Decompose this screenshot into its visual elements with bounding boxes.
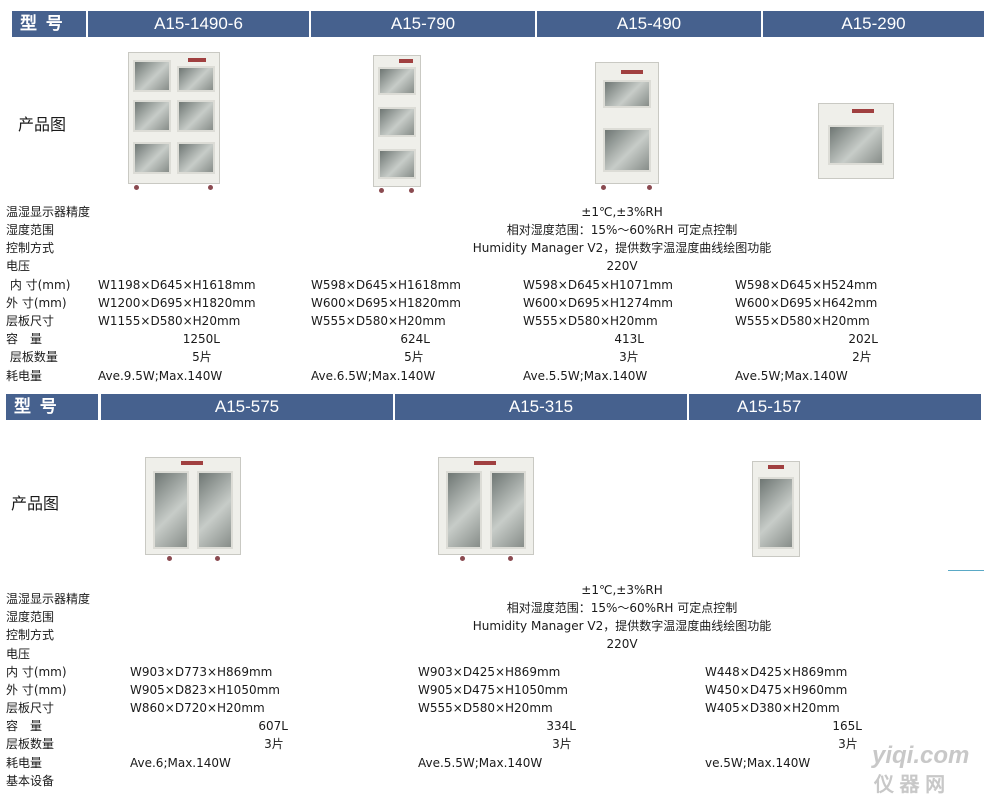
watermark-logo: 仪 器 网 bbox=[874, 774, 946, 796]
model-header: A15-1490-6 bbox=[88, 11, 309, 37]
humidity-value: 相对湿度范围：15%～60%RH 可定点控制 bbox=[506, 601, 738, 615]
row-label: 电压 bbox=[6, 259, 31, 273]
model-label: 型 号 bbox=[12, 11, 86, 37]
row-label: 控制方式 bbox=[6, 241, 55, 255]
shelf-count: 3片 bbox=[264, 737, 284, 751]
accuracy-value: ±1℃,±3%RH bbox=[581, 205, 663, 219]
shelf-size: W555×D580×H20mm bbox=[523, 314, 658, 328]
row-label: 基本设备 bbox=[6, 774, 55, 788]
power: Ave.5.5W;Max.140W bbox=[418, 756, 543, 770]
outer-dim: W905×D823×H1050mm bbox=[130, 683, 280, 697]
row-label: 电压 bbox=[6, 647, 31, 661]
outer-dim: W905×D475×H1050mm bbox=[418, 683, 568, 697]
row-label: 层板尺寸 bbox=[6, 314, 55, 328]
power: Ave.6.5W;Max.140W bbox=[311, 369, 436, 383]
product-image bbox=[595, 62, 659, 192]
shelf-size: W555×D580×H20mm bbox=[418, 701, 553, 715]
row-label: 湿度范围 bbox=[6, 610, 55, 624]
capacity: 202L bbox=[848, 332, 878, 346]
row-label: 外 寸(mm) bbox=[6, 683, 67, 697]
inner-dim: W1198×D645×H1618mm bbox=[98, 278, 256, 292]
product-image bbox=[818, 103, 894, 181]
voltage-value: 220V bbox=[606, 637, 638, 651]
model-header: A15-575 bbox=[101, 394, 393, 420]
shelf-count: 3片 bbox=[619, 350, 639, 364]
capacity: 1250L bbox=[182, 332, 220, 346]
product-image bbox=[752, 461, 800, 559]
row-label: 容 量 bbox=[6, 719, 43, 733]
power: ve.5W;Max.140W bbox=[705, 756, 811, 770]
capacity: 334L bbox=[546, 719, 576, 733]
row-label: 温湿显示器精度 bbox=[6, 205, 91, 219]
shelf-size: W405×D380×H20mm bbox=[705, 701, 840, 715]
power: Ave.9.5W;Max.140W bbox=[98, 369, 223, 383]
outer-dim: W450×D475×H960mm bbox=[705, 683, 848, 697]
capacity: 624L bbox=[400, 332, 430, 346]
row-label: 容 量 bbox=[6, 332, 43, 346]
power: Ave.5.5W;Max.140W bbox=[523, 369, 648, 383]
capacity: 607L bbox=[258, 719, 288, 733]
shelf-count: 2片 bbox=[852, 350, 872, 364]
row-label: 内 寸(mm) bbox=[6, 278, 71, 292]
product-image-label: 产品图 bbox=[11, 494, 60, 513]
row-label: 外 寸(mm) bbox=[6, 296, 67, 310]
product-image bbox=[373, 55, 421, 193]
power: Ave.5W;Max.140W bbox=[735, 369, 848, 383]
model-header: A15-157 bbox=[689, 394, 981, 420]
inner-dim: W598×D645×H1071mm bbox=[523, 278, 673, 292]
row-label: 层板数量 bbox=[6, 350, 58, 364]
inner-dim: W448×D425×H869mm bbox=[705, 665, 848, 679]
shelf-size: W555×D580×H20mm bbox=[311, 314, 446, 328]
shelf-size: W1155×D580×H20mm bbox=[98, 314, 241, 328]
outer-dim: W600×D695×H642mm bbox=[735, 296, 878, 310]
divider-line bbox=[948, 570, 984, 571]
shelf-count: 3片 bbox=[552, 737, 572, 751]
control-value: Humidity Manager V2，提供数字温湿度曲线绘图功能 bbox=[472, 241, 772, 255]
power: Ave.6;Max.140W bbox=[130, 756, 231, 770]
product-image bbox=[438, 457, 534, 563]
shelf-count: 5片 bbox=[192, 350, 212, 364]
shelf-count: 3片 bbox=[838, 737, 858, 751]
outer-dim: W600×D695×H1820mm bbox=[311, 296, 461, 310]
outer-dim: W600×D695×H1274mm bbox=[523, 296, 673, 310]
model-header: A15-315 bbox=[395, 394, 687, 420]
row-label: 控制方式 bbox=[6, 628, 55, 642]
product-image bbox=[128, 52, 220, 192]
product-image bbox=[145, 457, 241, 563]
row-label: 层板尺寸 bbox=[6, 701, 55, 715]
model-header: A15-790 bbox=[311, 11, 535, 37]
row-label: 温湿显示器精度 bbox=[6, 592, 91, 606]
shelf-size: W555×D580×H20mm bbox=[735, 314, 870, 328]
shelf-size: W860×D720×H20mm bbox=[130, 701, 265, 715]
inner-dim: W598×D645×H524mm bbox=[735, 278, 878, 292]
outer-dim: W1200×D695×H1820mm bbox=[98, 296, 256, 310]
control-value: Humidity Manager V2，提供数字温湿度曲线绘图功能 bbox=[472, 619, 772, 633]
row-label: 湿度范围 bbox=[6, 223, 55, 237]
model-header: A15-490 bbox=[537, 11, 761, 37]
product-image-label: 产品图 bbox=[18, 115, 67, 134]
capacity: 165L bbox=[832, 719, 862, 733]
model-label: 型 号 bbox=[6, 394, 98, 420]
row-label: 耗电量 bbox=[6, 369, 43, 383]
accuracy-value: ±1℃,±3%RH bbox=[581, 583, 663, 597]
model-header: A15-290 bbox=[763, 11, 984, 37]
inner-dim: W903×D773×H869mm bbox=[130, 665, 273, 679]
shelf-count: 5片 bbox=[404, 350, 424, 364]
inner-dim: W598×D645×H1618mm bbox=[311, 278, 461, 292]
inner-dim: W903×D425×H869mm bbox=[418, 665, 561, 679]
watermark-logo: yiqi.com bbox=[872, 742, 970, 769]
row-label: 层板数量 bbox=[6, 737, 55, 751]
row-label: 内 寸(mm) bbox=[6, 665, 67, 679]
humidity-value: 相对湿度范围：15%～60%RH 可定点控制 bbox=[506, 223, 738, 237]
voltage-value: 220V bbox=[606, 259, 638, 273]
row-label: 耗电量 bbox=[6, 756, 43, 770]
capacity: 413L bbox=[614, 332, 644, 346]
